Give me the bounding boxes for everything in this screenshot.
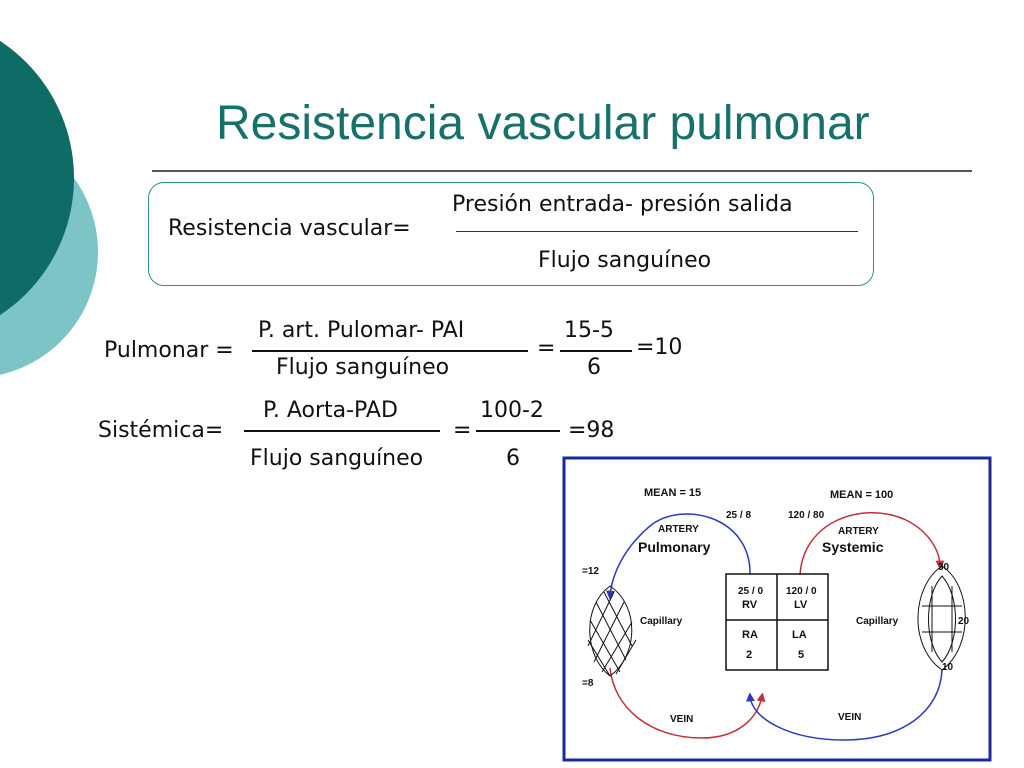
sistemica-value-numerator: 100-2: [480, 398, 544, 423]
pulmonary-capillary-bed: [587, 585, 637, 677]
definition-box: [148, 182, 874, 286]
systemic-vein-line: [745, 669, 943, 741]
systemic-artery-line: [799, 511, 945, 577]
la-value: 5: [798, 649, 804, 661]
sistemica-numerator: P. Aorta-PAD: [263, 398, 398, 423]
rv-label: RV: [742, 599, 758, 611]
pulmonary-capillary-out-pressure: =8: [582, 678, 594, 689]
rv-pressure-label: 25 / 0: [738, 586, 763, 597]
lv-label: LV: [794, 599, 808, 611]
artery-left-label: ARTERY: [658, 524, 699, 535]
title-divider: [152, 170, 972, 172]
sistemica-value-bar: [476, 430, 560, 432]
capillary-left-label: Capillary: [640, 616, 683, 627]
heart-chamber-grid: [725, 573, 829, 671]
dark-teal-circle: [0, 40, 74, 316]
pulmonar-denominator: Flujo sanguíneo: [276, 355, 450, 380]
systemic-10-label: 10: [942, 662, 954, 673]
lv-pressure-label: 120 / 0: [786, 586, 817, 597]
decorative-circles: [0, 40, 98, 375]
pulmonar-equals: =: [537, 336, 556, 361]
la-label: LA: [792, 629, 807, 641]
ra-value: 2: [746, 649, 752, 661]
pulmonary-capillary-in-pressure: =12: [582, 566, 599, 577]
definition-numerator: Presión entrada- presión salida: [452, 192, 793, 217]
systemic-capillary-bed: [917, 565, 966, 671]
pulmonary-vein-line: [609, 667, 766, 739]
capillary-right-label: Capillary: [856, 616, 899, 627]
definition-lhs: Resistencia vascular=: [168, 216, 411, 241]
pulmonar-result: =10: [636, 335, 683, 360]
pulmonary-label: Pulmonary: [638, 539, 711, 555]
pulmonar-value-numerator: 15-5: [564, 318, 614, 343]
sistemica-value-denominator: 6: [506, 446, 520, 471]
sistemica-result: =98: [568, 418, 615, 443]
slide-title: Resistencia vascular pulmonar: [216, 97, 870, 150]
pulmonar-numerator: P. art. Pulomar- PAI: [258, 318, 465, 343]
sistemica-lhs: Sistémica=: [98, 418, 224, 443]
pulmonar-value-bar: [560, 350, 632, 352]
ao-pressure-label: 120 / 80: [788, 510, 825, 521]
systemic-label: Systemic: [822, 539, 884, 555]
mean-systemic-label: MEAN = 100: [830, 489, 893, 501]
sistemica-fraction-bar: [244, 430, 440, 432]
systemic-20-label: 20: [958, 616, 970, 627]
definition-denominator: Flujo sanguíneo: [538, 248, 712, 273]
artery-right-label: ARTERY: [838, 526, 879, 537]
circulation-diagram: MEAN = 15 MEAN = 100 25 / 8 120 / 80 ART…: [562, 456, 992, 762]
ra-label: RA: [742, 629, 758, 641]
sistemica-equals: =: [453, 418, 472, 443]
systemic-30-label: 30: [938, 562, 950, 573]
pulmonary-artery-line: [606, 513, 751, 600]
sistemica-denominator: Flujo sanguíneo: [250, 446, 424, 471]
vein-left-label: VEIN: [670, 714, 693, 725]
pa-pressure-label: 25 / 8: [726, 510, 751, 521]
vein-right-label: VEIN: [838, 712, 861, 723]
pulmonar-lhs: Pulmonar =: [104, 338, 234, 363]
mean-pulmonary-label: MEAN = 15: [644, 487, 701, 499]
definition-fraction-bar: [456, 231, 858, 232]
pulmonar-value-denominator: 6: [587, 355, 601, 380]
pulmonar-fraction-bar: [252, 350, 528, 352]
